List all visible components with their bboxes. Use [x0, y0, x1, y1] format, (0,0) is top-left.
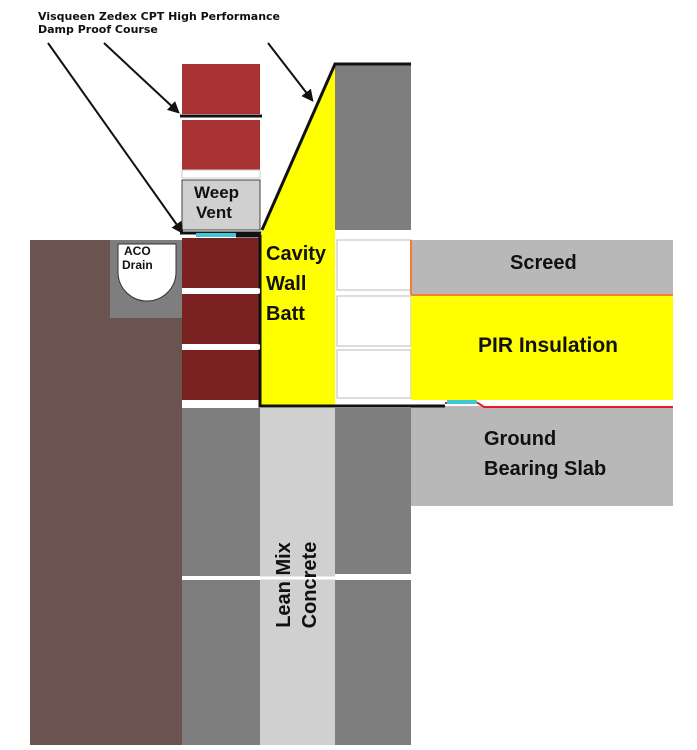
screed-label: Screed	[510, 252, 577, 274]
upper-brick-1	[182, 64, 260, 114]
ground-soil	[30, 240, 182, 745]
annotation-line-2: Damp Proof Course	[38, 23, 158, 36]
pir-insulation-layer	[411, 296, 673, 400]
upper-brick-2	[182, 120, 260, 170]
brick-gap	[181, 169, 261, 179]
cavity-slope	[260, 62, 411, 231]
screed-layer	[411, 240, 673, 294]
inner-block-lower-1	[335, 408, 411, 574]
pir-insulation-label: PIR Insulation	[478, 334, 619, 357]
lean-mix-label-2: Concrete	[299, 541, 321, 629]
dpm-overlap	[447, 400, 477, 404]
aco-drain-label-1: ACO	[124, 244, 151, 258]
inner-block-upper	[335, 64, 411, 230]
inner-block-white-1	[336, 239, 412, 291]
ground-slab-label-1: Ground	[484, 428, 557, 450]
leader-arrow-batt	[267, 42, 314, 102]
lower-brick-2	[182, 294, 260, 344]
weep-vent-label-2: Vent	[196, 203, 232, 222]
cavity-batt-label-3: Batt	[266, 303, 305, 325]
cavity-batt-label-2: Wall	[266, 273, 307, 295]
annotation-line-1: Visqueen Zedex CPT High Performance	[38, 10, 281, 23]
weep-vent-block	[181, 179, 261, 231]
inner-block-white-2	[336, 295, 412, 347]
aco-drain-label-2: Drain	[122, 258, 153, 272]
ground-bearing-slab	[411, 406, 673, 506]
leader-arrow-brick	[103, 42, 180, 114]
lower-brick-3	[182, 350, 260, 400]
ground-slab-label-2: Bearing Slab	[484, 458, 607, 480]
dpc-membrane	[196, 233, 236, 237]
weep-vent-label-1: Weep	[194, 183, 240, 202]
inner-block-white-3	[336, 349, 412, 399]
lower-brick-1	[182, 238, 260, 288]
lean-mix-label-1: Lean Mix	[273, 542, 295, 628]
cavity-wall-batt	[260, 64, 335, 406]
inner-block-lower-2	[335, 580, 411, 745]
lean-mix-label-group: Lean Mix Concrete	[271, 542, 323, 629]
cavity-batt-label-1: Cavity	[266, 243, 327, 265]
outer-block-lower-2	[182, 580, 260, 745]
leader-arrow-dpc	[47, 42, 184, 234]
aco-drain-pipe	[117, 243, 177, 302]
outer-block-lower-1	[182, 408, 260, 576]
